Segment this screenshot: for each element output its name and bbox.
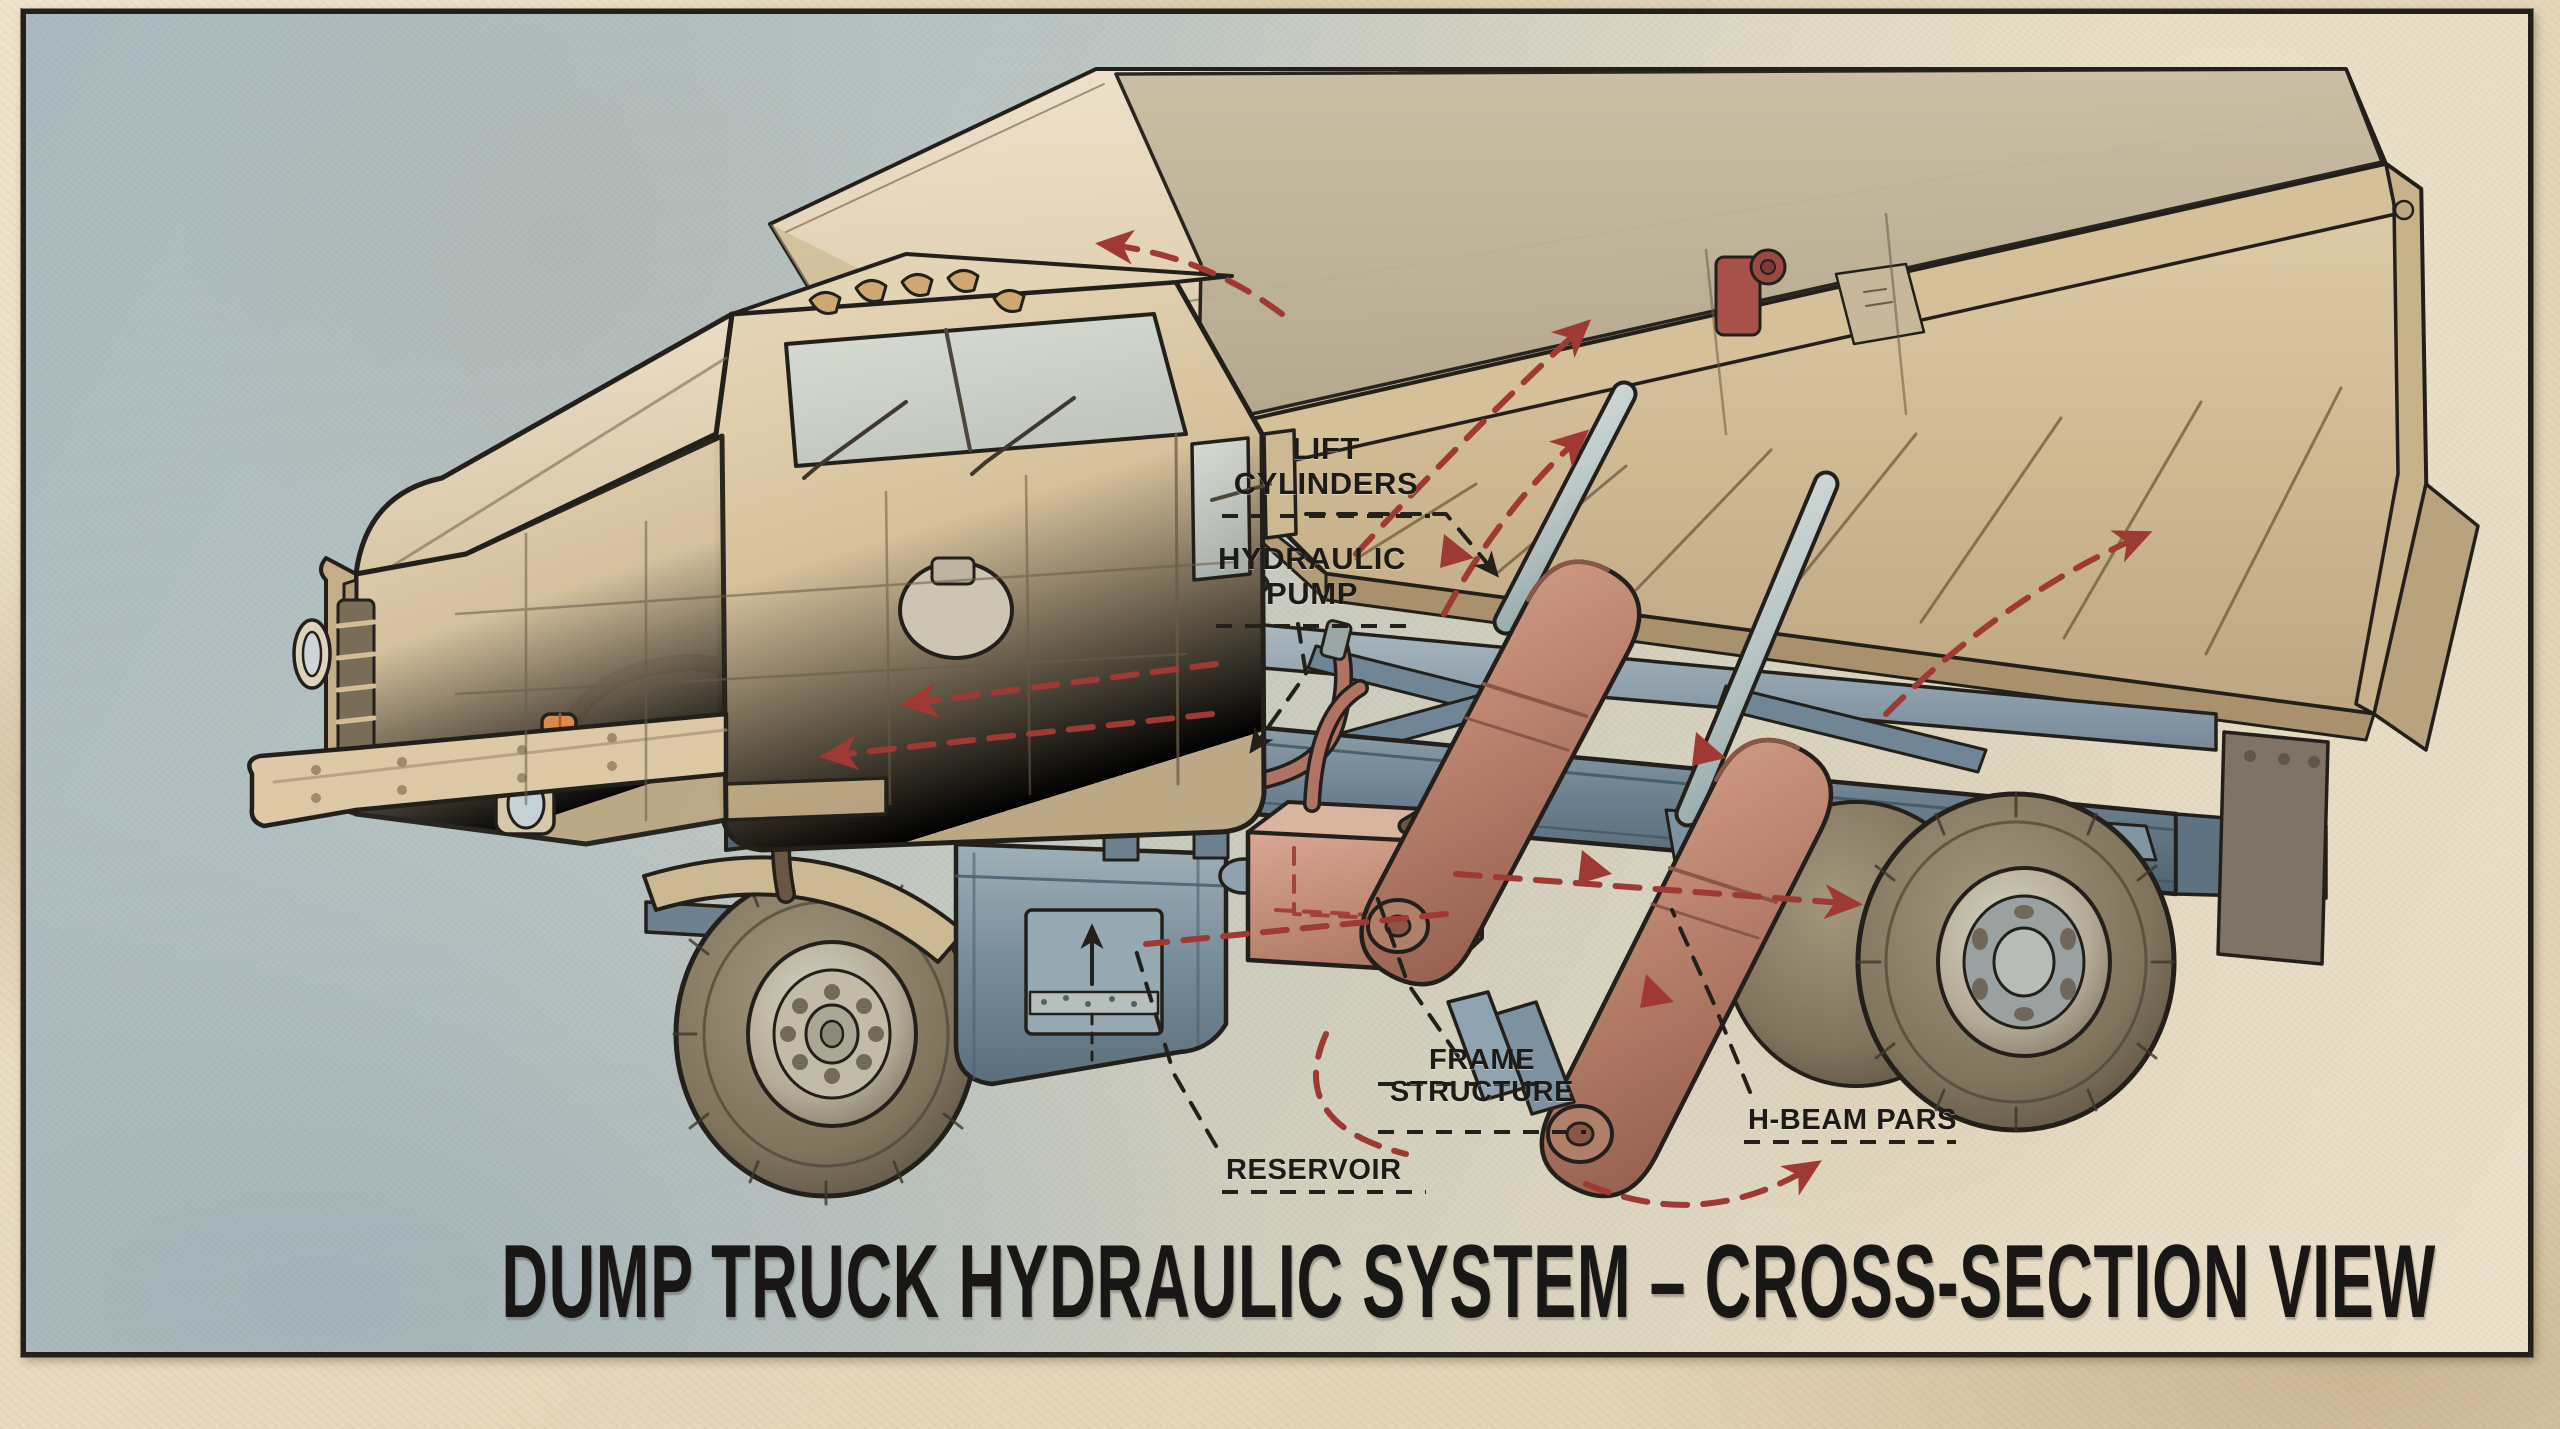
air-cleaner [898, 556, 1014, 660]
callout-lift-cylinders: LIFT CYLINDERS [1233, 431, 1419, 501]
front-bumper [247, 711, 729, 829]
dump-bed-tailgate [2372, 482, 2480, 752]
cutaway-ghost-lines [454, 212, 1908, 822]
wheel-rear-outer [1855, 791, 2177, 1133]
page-title: DUMP TRUCK HYDRAULIC SYSTEM – CROSS-SECT… [501, 1224, 2436, 1340]
fluid-flow-arrows-solid [1440, 534, 1726, 1008]
plate-border-frame: LIFT CYLINDERS HYDRAULIC PUMP RESERVOIR … [21, 9, 2533, 1357]
truck-cab [713, 252, 1298, 853]
callout-hydraulic-pump: HYDRAULIC PUMP [1218, 541, 1406, 611]
cab-mirror [1210, 428, 1298, 540]
truck-cutaway-drawing [247, 67, 2480, 1208]
bed-inner-cylinder [1714, 248, 1787, 337]
callout-frame-structure: FRAME STRUCTURE [1389, 1044, 1575, 1109]
callout-h-beam-pars: H-BEAM PARS [1748, 1104, 1958, 1136]
title-band: DUMP TRUCK HYDRAULIC SYSTEM – CROSS-SECT… [26, 1202, 2528, 1352]
callout-reservoir: RESERVOIR [1226, 1154, 1402, 1186]
headlight [292, 618, 332, 690]
lift-cylinder-front [1359, 380, 1642, 987]
reservoir-tank [953, 841, 1270, 1087]
wheel-front [672, 862, 980, 1206]
fluid-flow-arrows [819, 229, 2153, 1208]
front-fender [642, 855, 966, 964]
mud-flap [2216, 730, 2330, 966]
hood-and-grille [247, 311, 1014, 847]
callout-underlines [1216, 514, 1956, 1194]
